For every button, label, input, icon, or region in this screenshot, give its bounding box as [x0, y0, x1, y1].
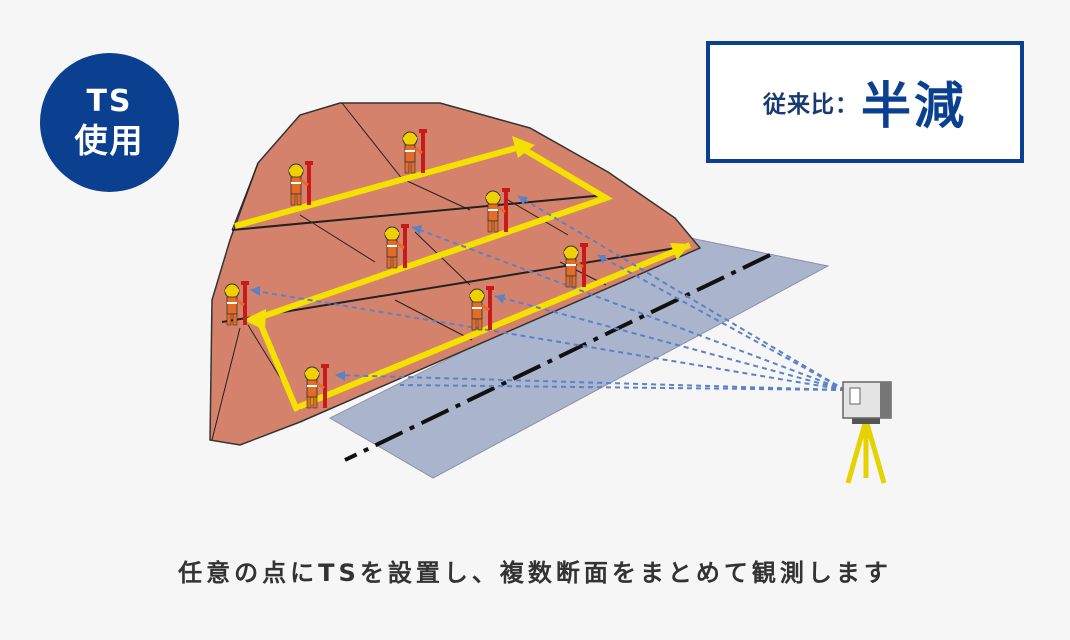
route-arrow-top — [512, 136, 535, 158]
surveyor-icon — [287, 159, 315, 207]
embankment-slope — [209, 102, 702, 446]
route-arrow-left — [243, 309, 266, 330]
comparison-value: 半減 — [861, 77, 967, 135]
surveyor-icon — [562, 241, 590, 289]
surveyor-icon — [484, 186, 512, 234]
sight-arrowheads — [250, 196, 606, 381]
total-station-icon — [842, 381, 892, 484]
comparison-box: 従来比： 半減 — [706, 41, 1024, 163]
ts-usage-badge: TS 使用 — [40, 53, 179, 192]
route-arrow-right — [670, 243, 690, 260]
survey-route — [234, 143, 692, 412]
road-center-line — [344, 253, 771, 462]
surveyor-icon — [303, 362, 331, 410]
surveyor-icon — [468, 284, 496, 332]
comparison-label: 従来比： — [763, 92, 859, 118]
sight-lines — [249, 195, 846, 391]
surveyor-icon — [383, 222, 411, 270]
road-surface — [328, 237, 830, 479]
badge-line1: TS — [86, 83, 133, 119]
surveyor-icon — [223, 279, 251, 327]
surveyor-icon — [401, 127, 429, 175]
badge-line2: 使用 — [74, 120, 145, 160]
caption-text: 任意の点にTSを設置し、複数断面をまとめて観測します — [178, 559, 892, 587]
